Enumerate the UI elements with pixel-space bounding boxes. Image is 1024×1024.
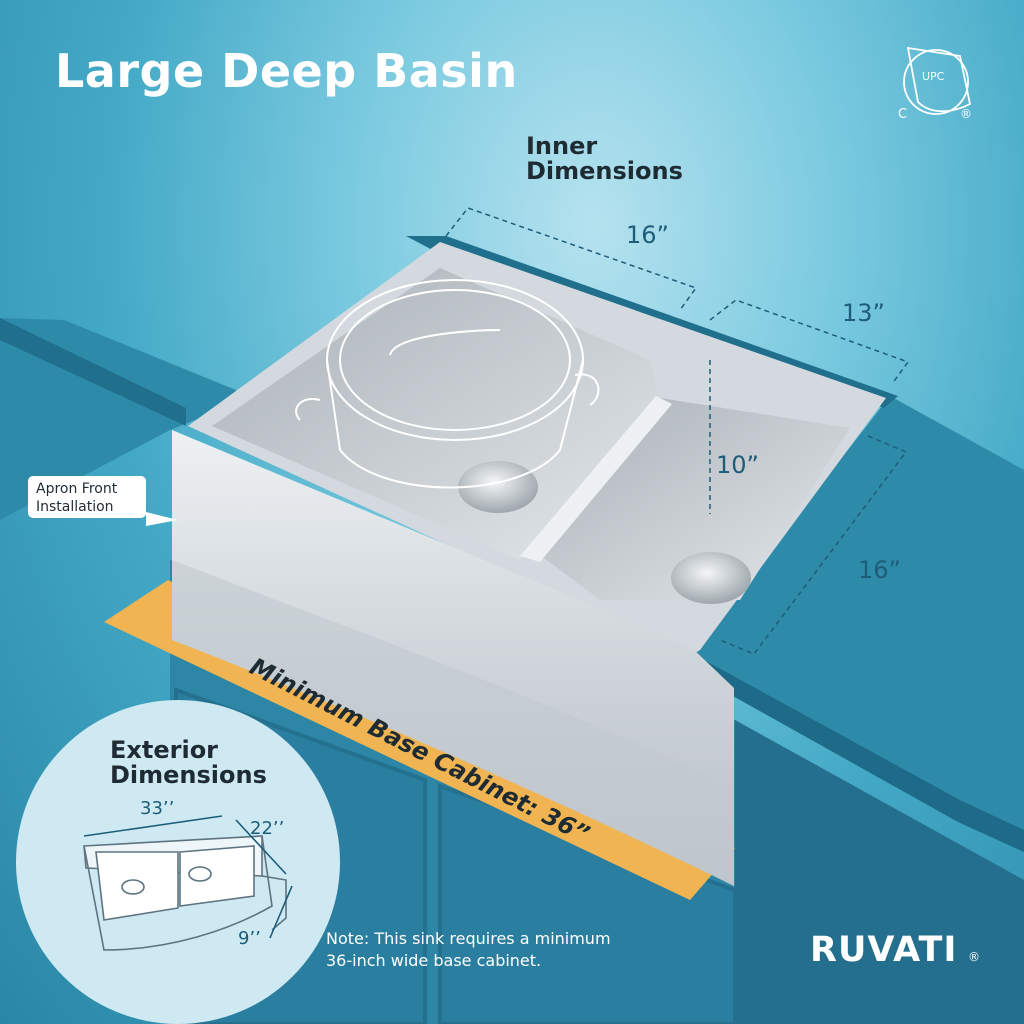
upc-text: UPC bbox=[922, 70, 945, 83]
cabinet-side bbox=[735, 720, 1024, 1024]
brand-logo: RUVATI bbox=[810, 930, 958, 970]
inner-heading-line-2: Dimensions bbox=[526, 157, 683, 185]
right-drain bbox=[671, 552, 751, 604]
brand-registered-mark: ® bbox=[968, 950, 980, 964]
exterior-dimensions-heading: Exterior Dimensions bbox=[110, 738, 267, 788]
right-basin bbox=[540, 398, 850, 600]
exterior-width: 22’’ bbox=[250, 818, 285, 839]
countertop-left-edge bbox=[0, 318, 186, 426]
divider bbox=[520, 396, 672, 562]
cabinet-note: Note: This sink requires a minimum 36-in… bbox=[326, 928, 611, 972]
registered-mark: ® bbox=[960, 107, 972, 121]
inner-depth: 10” bbox=[716, 451, 759, 479]
countertop-right-edge bbox=[690, 652, 1024, 852]
upc-shield-icon bbox=[903, 46, 972, 115]
pot-outline-icon bbox=[295, 279, 600, 489]
apron-label-pointer bbox=[146, 512, 178, 526]
cabinet-note-line-1: Note: This sink requires a minimum bbox=[326, 929, 611, 948]
inner-length-left: 16” bbox=[626, 221, 669, 249]
inner-heading-line-1: Inner bbox=[526, 132, 598, 160]
mini-sink-drawing bbox=[83, 835, 287, 951]
csa-c-text: C bbox=[898, 107, 907, 122]
inner-width: 13” bbox=[842, 299, 885, 327]
page-title: Large Deep Basin bbox=[55, 44, 518, 98]
exterior-apron-height: 9’’ bbox=[238, 928, 261, 949]
cabinet-note-line-2: 36-inch wide base cabinet. bbox=[326, 951, 542, 970]
exterior-length: 33’’ bbox=[140, 798, 175, 819]
left-drain bbox=[458, 461, 538, 513]
exterior-heading-line-1: Exterior bbox=[110, 736, 219, 764]
dimension-guides bbox=[445, 207, 910, 655]
apron-label-box bbox=[28, 476, 146, 518]
apron-label: Apron Front Installation bbox=[36, 480, 117, 516]
countertop-left bbox=[0, 318, 236, 520]
inner-dimensions-heading: Inner Dimensions bbox=[526, 134, 726, 184]
left-basin bbox=[212, 268, 660, 560]
apron-curve-shade bbox=[172, 560, 734, 886]
inner-length-right: 16” bbox=[858, 556, 901, 584]
apron-label-line-1: Apron Front bbox=[36, 481, 118, 497]
countertop-right bbox=[690, 396, 1024, 830]
exterior-heading-line-2: Dimensions bbox=[110, 761, 267, 789]
apron-label-line-2: Installation bbox=[36, 499, 114, 515]
exterior-dimension-guides bbox=[83, 815, 293, 939]
